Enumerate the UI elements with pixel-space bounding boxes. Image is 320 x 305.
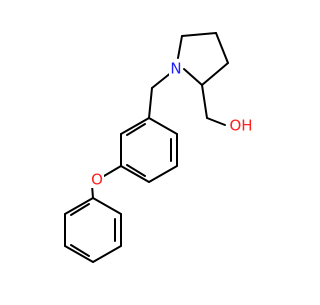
bond-ring2-double-3 (70, 203, 90, 216)
bond-c2-ch2 (201, 84, 208, 119)
structure-svg: N O OH (64, 32, 254, 263)
bond-ring2-double-2 (70, 244, 90, 257)
bond-ch2-o (206, 117, 226, 126)
bond-ring1-double-3 (126, 123, 146, 136)
bond-ring2-d (64, 245, 94, 263)
central-benzene-ring (120, 117, 178, 183)
hydroxymethyl-group (201, 84, 226, 126)
nitrogen-label-bg (169, 60, 183, 76)
bond-ring1-d (120, 165, 150, 183)
bond-c3-c4 (215, 32, 229, 64)
bond-ring1-o (103, 165, 122, 177)
hydroxyl-label: OH (229, 117, 252, 135)
bond-c5-n (177, 35, 183, 59)
ether-oxygen-label: O (91, 171, 103, 189)
bond-ring2-c (92, 245, 122, 263)
pyrrolidine-ring (177, 32, 229, 86)
molecule-diagram: N O OH (64, 32, 254, 263)
bond-ring1-double-2 (126, 164, 146, 177)
bond-c4-c5 (181, 32, 217, 37)
nitrogen-label: N (170, 60, 181, 78)
atom-labels: N O OH (90, 60, 254, 189)
bond-n-c2 (183, 68, 203, 86)
phenyl-ring (64, 197, 122, 263)
bond-ring2-a (92, 197, 122, 215)
bond-ring1-c (148, 165, 178, 183)
bond-ring1-a (148, 117, 178, 135)
bond-ring1-f (120, 117, 150, 135)
bond-ch2-ring (148, 87, 153, 119)
benzyl-linker (148, 71, 173, 119)
bond-ring2-f (64, 197, 94, 215)
hydroxyl-label-bg (226, 118, 254, 134)
bond-n-ch2 (151, 71, 173, 89)
ether-oxygen-label-bg (90, 172, 104, 188)
bond-c2-c3 (201, 62, 229, 86)
